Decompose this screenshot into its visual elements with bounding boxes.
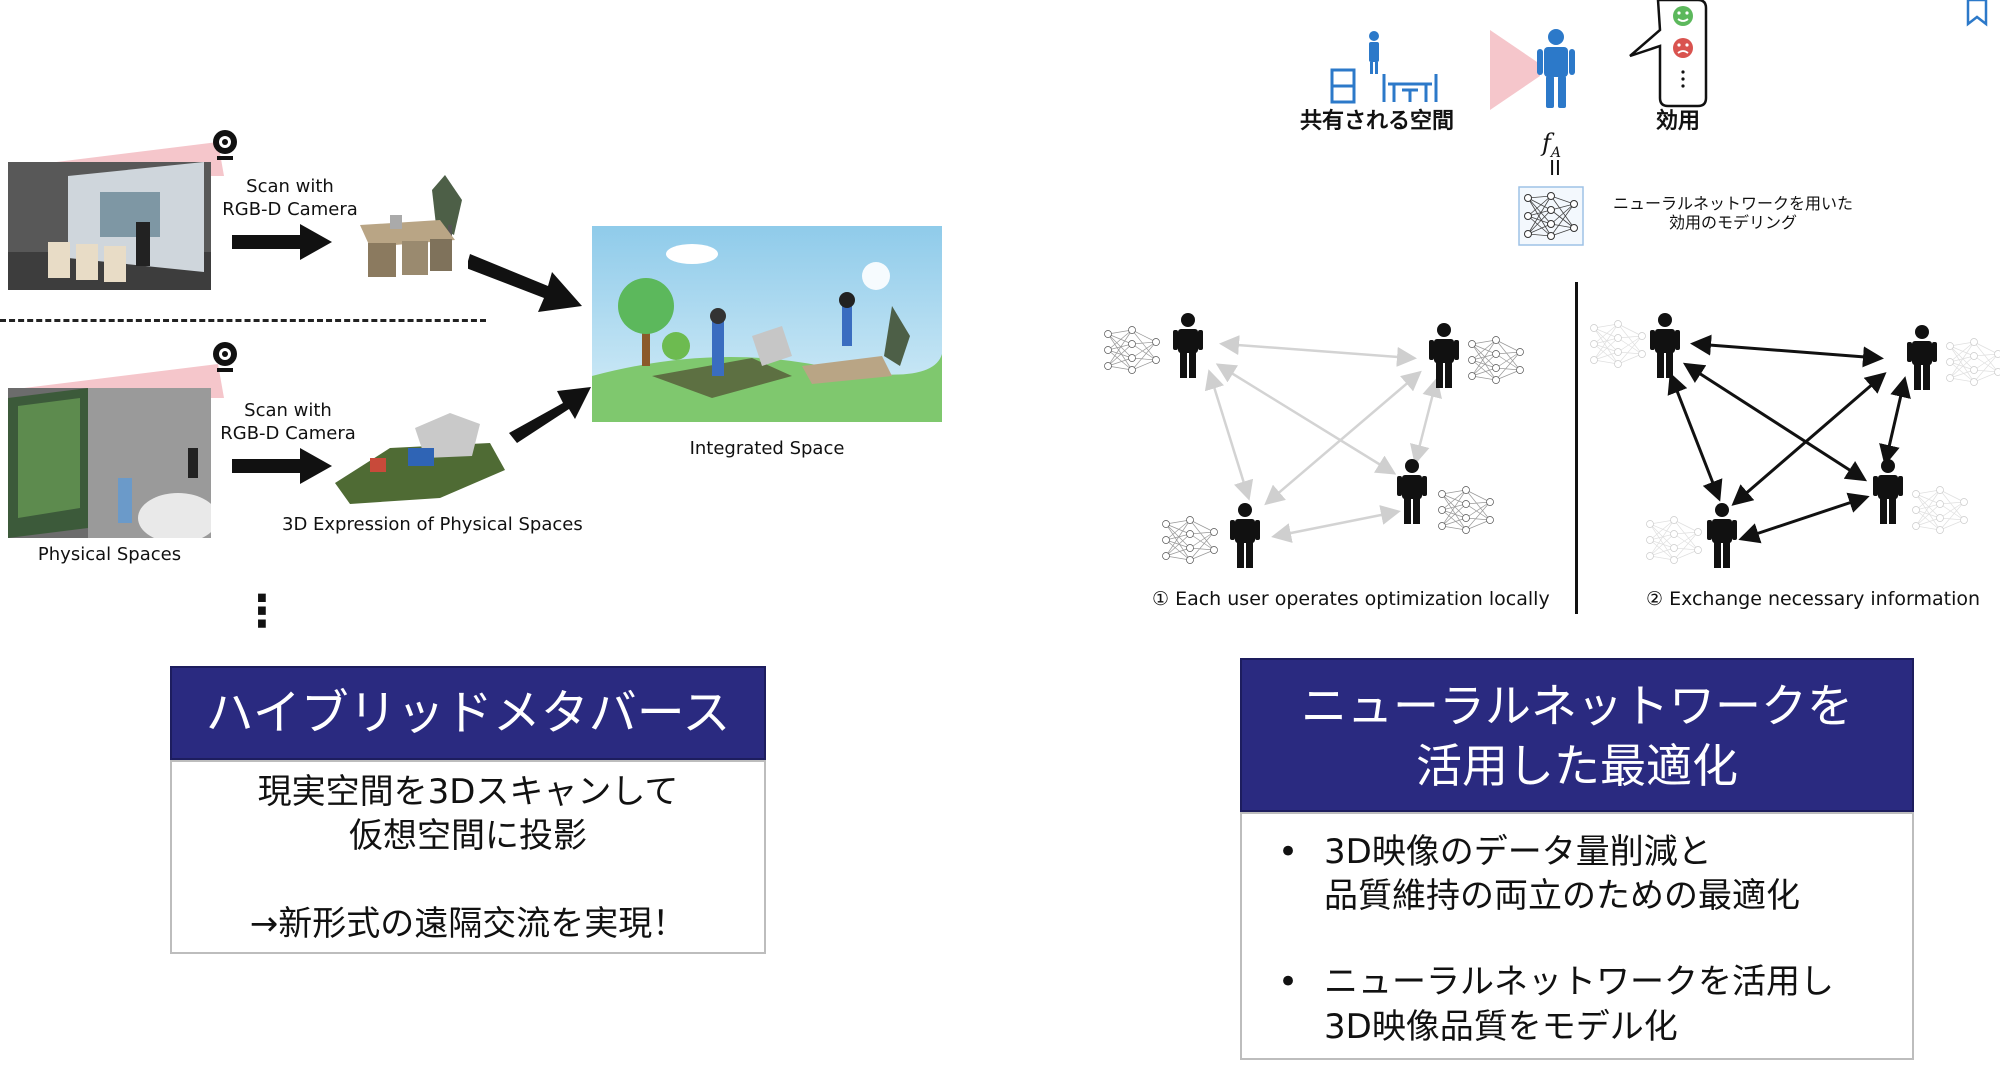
scan-label-1: Scan with RGB-D Camera — [222, 176, 358, 220]
vertical-divider — [1575, 282, 1578, 614]
vertical-ellipsis: ⋮ — [240, 586, 284, 637]
physical-spaces-label: Physical Spaces — [37, 544, 182, 565]
webcam-icon — [213, 130, 237, 160]
arrow-down-right-icon — [468, 254, 582, 312]
physical-space-photo-2 — [8, 388, 211, 538]
sad-face-icon — [1673, 38, 1693, 58]
view-cone — [1490, 30, 1540, 110]
bullet-item-2: • ニューラルネットワークを活用し 3D映像品質をモデル化 — [1277, 962, 1834, 1047]
integrated-space-image — [592, 226, 942, 422]
dashed-divider — [0, 319, 486, 322]
caption-local-optimization: ① Each user operates optimization locall… — [1152, 588, 1550, 610]
scan-label-2: Scan with RGB-D Camera — [220, 400, 356, 444]
arrow-right-icon — [232, 448, 332, 484]
shared-space-icon — [1330, 31, 1438, 104]
hybrid-metaverse-body: 現実空間を3Dスキャンして 仮想空間に投影 →新形式の遠隔交流を実現！ — [170, 760, 766, 954]
utility-bubble — [1629, 0, 1708, 108]
neural-network-icon — [1518, 186, 1584, 246]
utility-label: 効用 — [1655, 109, 1700, 134]
bullet-item-1: • 3D映像のデータ量削減と 品質維持の両立のための最適化 — [1277, 832, 1800, 917]
nn-optimization-header: ニューラルネットワークを 活用した最適化 — [1240, 658, 1914, 812]
bookmark-icon[interactable] — [1964, 0, 1990, 28]
integrated-space-label: Integrated Space — [689, 438, 845, 459]
network-diagrams — [1104, 313, 2000, 568]
hybrid-metaverse-header: ハイブリッドメタバース — [170, 666, 766, 760]
expression-label: 3D Expression of Physical Spaces — [282, 514, 583, 535]
arrow-right-icon — [232, 224, 332, 260]
nn-modeling-label: ニューラルネットワークを用いた 効用のモデリング — [1612, 194, 1853, 233]
arrow-up-right-icon — [509, 387, 591, 443]
shared-space-label: 共有される空間 — [1299, 109, 1454, 134]
webcam-icon — [213, 342, 237, 372]
nn-optimization-body: • 3D映像のデータ量削減と 品質維持の両立のための最適化 • ニューラルネット… — [1240, 812, 1914, 1060]
user-icon — [1537, 29, 1575, 108]
caption-exchange-info: ② Exchange necessary information — [1646, 588, 1981, 610]
happy-face-icon — [1673, 6, 1693, 26]
scanned-model-2 — [335, 413, 505, 504]
equals-symbol: II — [1549, 156, 1561, 180]
function-fa-label: fA — [1542, 129, 1562, 161]
physical-space-photo-1 — [8, 162, 211, 290]
scanned-model-1 — [360, 175, 462, 277]
